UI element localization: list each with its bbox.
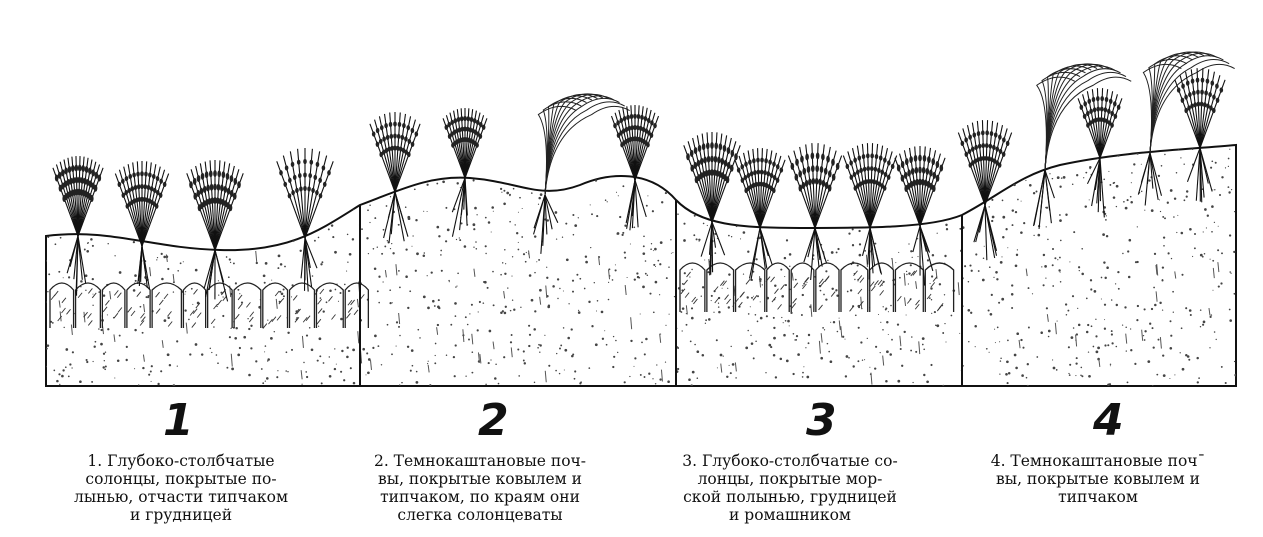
panel-number-1: 1 xyxy=(163,395,194,446)
panel-number-3: 3 xyxy=(806,395,837,446)
panel-number-2: 2 xyxy=(478,395,509,446)
caption-panel-4: 4. Темнокаштановые почˉ вы, покрытые ков… xyxy=(948,452,1248,506)
caption-panel-1: 1. Глубоко-столбчатые солонцы, покрытые … xyxy=(36,452,326,524)
caption-panel-3: 3. Глубоко-столбчатые со- лонцы, покрыты… xyxy=(640,452,940,524)
panel-number-4: 4 xyxy=(1093,395,1124,446)
caption-panel-2: 2. Темнокаштановые поч- вы, покрытые ков… xyxy=(330,452,630,524)
soil-profile-body xyxy=(46,145,1236,386)
